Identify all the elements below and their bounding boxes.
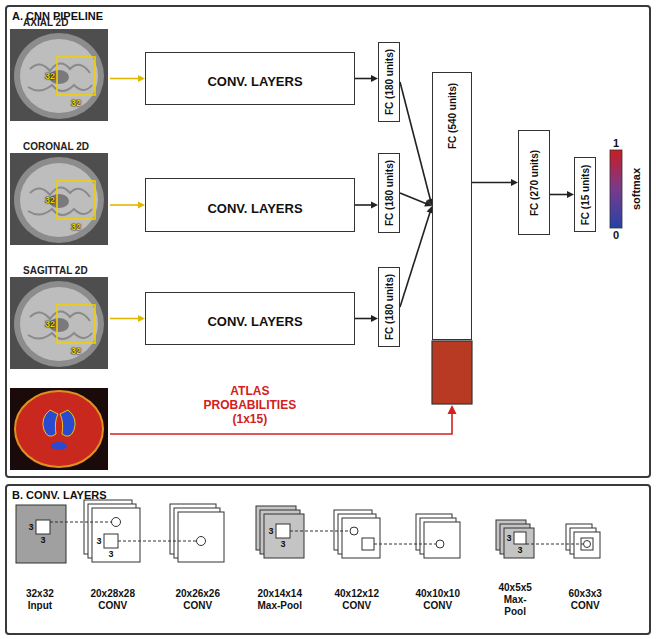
input-slice: CORONAL 2D [10,137,110,245]
flow-arrow [110,315,145,322]
fc-layer: FC (180 units) [378,42,400,122]
arrow-head [138,202,145,209]
panel-title: B. CONV. LAYERS [12,489,107,501]
flow-arrow [355,315,378,322]
kernel-size: 3 [29,523,34,532]
flow-line [472,182,512,184]
size-label: 32 [45,319,55,329]
flow-line [110,318,139,320]
size-label: 32 [45,71,55,81]
layer-caption: 60x3x3 CONV [569,588,602,612]
atlas-feature-block [432,341,472,404]
flow-line [355,318,372,320]
flow-arrow [110,75,145,82]
slice-title: SAGITTAL 2D [15,264,115,278]
coronal-mri-image [10,153,108,245]
atlas-image [10,388,108,470]
receptive-field-lines [50,522,583,544]
conv-block: CONV. LAYERS [145,52,355,105]
kernel-size: 3 [507,534,512,543]
atlas-label: ATLAS PROBABILITIES (1x15) [204,384,297,426]
input-slice: AXIAL 2D [10,13,110,121]
flow-arrow [400,193,432,207]
sagittal-mri-image [10,277,108,369]
layer-caption: 20x26x26 CONV [176,588,221,612]
arrow-head [567,191,574,198]
block-label: CONV. LAYERS [207,74,302,89]
flow-line [355,204,372,206]
layer-label: FC (540 units) [447,83,458,149]
fc-layer: FC (540 units) [432,72,472,340]
flow-line [400,212,430,307]
layer-caption: 32x32 Input [26,588,54,612]
size-label: 32 [45,195,55,205]
kernel-size: 3 [269,527,274,536]
layer-caption: 40x12x12 CONV [335,588,380,612]
kernel-size: 3 [97,537,102,546]
flow-line [400,193,426,204]
flow-line [355,78,372,80]
layer-caption: 20x14x14 Max-Pool [258,588,303,612]
layer-label: FC (15 units) [580,164,591,225]
axial-mri-image [10,29,108,121]
size-label: 32 [71,98,81,108]
flow-arrow [400,82,434,206]
size-label: 32 [71,222,81,232]
layer-label: FC (180 units) [384,274,395,340]
arrow-head [371,315,378,322]
fc-layer: FC (15 units) [574,157,596,232]
conv-block: CONV. LAYERS [145,178,355,232]
size-label: 32 [71,346,81,356]
flow-arrow [550,191,574,198]
block-label: CONV. LAYERS [207,201,302,216]
softmax-label: softmax [630,168,642,210]
kernel-size: 3 [109,550,114,559]
block-label: CONV. LAYERS [207,314,302,329]
kernel-size: 3 [518,546,523,555]
layer-label: FC (180 units) [384,160,395,226]
slice-title: AXIAL 2D [15,16,115,30]
layer-label: FC (180 units) [384,49,395,115]
conv-block: CONV. LAYERS [145,292,355,345]
flow-line [400,82,431,200]
flow-arrow [355,75,378,82]
arrow-head [371,75,378,82]
layer-caption: 40x10x10 CONV [416,588,461,612]
flow-arrow [472,179,518,186]
panel-frame: B. CONV. LAYERS [5,484,651,635]
arrow-head [138,75,145,82]
kernel-size: 3 [281,540,286,549]
layer-caption: 20x28x28 CONV [91,588,136,612]
panel-frame: A. CNN PIPELINEAXIAL 2DCONV. LAYERSFC (1… [5,5,651,478]
fc-layer: FC (270 units) [518,130,550,235]
layer-label: FC (270 units) [529,149,540,215]
fc-layer: FC (180 units) [378,153,400,233]
arrow-head [371,202,378,209]
layer-caption: 40x5x5 Max-Pool [499,582,532,618]
scale-min: 0 [613,229,619,241]
flow-line [110,78,139,80]
fc-layer: FC (180 units) [378,267,400,347]
flow-line [110,204,139,206]
scale-max: 1 [613,137,619,149]
input-slice: SAGITTAL 2D [10,261,110,369]
softmax-colorbar [610,150,622,228]
kernel-size: 3 [41,536,46,545]
arrow-head [424,200,432,206]
flow-arrow [400,206,433,307]
arrow-head [511,179,518,186]
conv-layers-illustration [16,500,600,563]
flow-line [550,194,568,196]
flow-arrow [355,202,378,209]
flow-arrow [110,202,145,209]
arrow-head [138,315,145,322]
slice-title: CORONAL 2D [15,140,115,154]
